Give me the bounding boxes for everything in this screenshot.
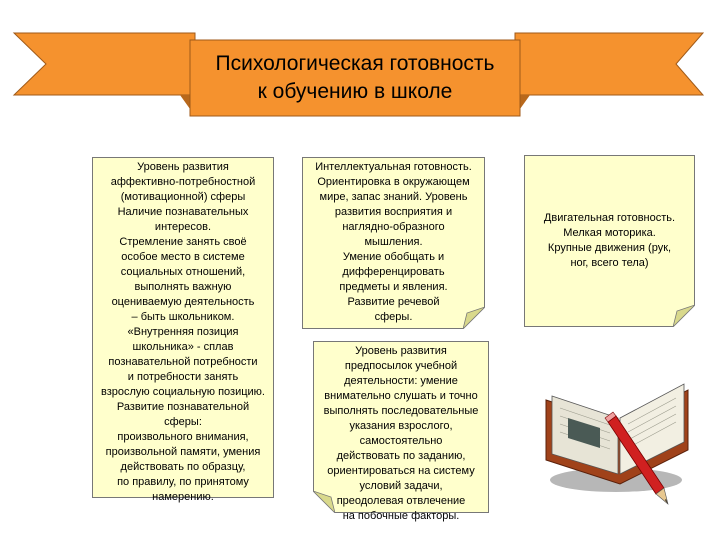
- note-line: указания взрослого,: [349, 420, 453, 432]
- note-line: Развитие речевой: [347, 296, 440, 308]
- note-line: взрослую социальную позицию.: [101, 386, 265, 398]
- note-line: наглядно-образного: [342, 221, 445, 233]
- note-line: действовать по заданию,: [336, 450, 466, 462]
- note-line: сферы.: [374, 311, 413, 323]
- note-line: Ориентировка в окружающем: [317, 176, 470, 188]
- note-line: (мотивационной) сферы: [120, 191, 246, 203]
- note-line: ориентироваться на систему: [327, 465, 475, 477]
- note-line: Интеллектуальная готовность.: [315, 161, 472, 173]
- note-line: на побочные факторы.: [342, 510, 460, 522]
- banner-left-tail: [12, 32, 196, 96]
- banner-center: [189, 39, 521, 117]
- note-line: познавательной потребности: [108, 356, 258, 368]
- note-line: и потребности занять: [127, 371, 239, 383]
- title-line-2: к обучению в школе: [257, 80, 453, 103]
- note-line: Двигательная готовность.: [543, 212, 676, 224]
- note-line: сферы:: [164, 416, 202, 428]
- note-line: Стремление занять своё: [119, 236, 247, 248]
- note-line: выполнять важную: [134, 281, 232, 293]
- note-line: социальных отношений,: [120, 266, 246, 278]
- note-line: ног, всего тела): [570, 257, 649, 269]
- note-line: оцениваемую деятельность: [111, 296, 255, 308]
- note-line: школьника» - сплав: [132, 341, 234, 353]
- note-line: деятельности: умение: [344, 375, 458, 387]
- page-curl-icon: [673, 305, 695, 327]
- note-line: развития восприятия и: [334, 206, 453, 218]
- note-line: – быть школьником.: [131, 311, 235, 323]
- note-line: Крупные движения (рук,: [547, 242, 672, 254]
- note-intellectual-readiness: Интеллектуальная готовность. Ориентировк…: [302, 157, 485, 329]
- note-line: Мелкая моторика.: [563, 227, 656, 239]
- title-line-1: Психологическая готовность: [215, 52, 495, 75]
- note-line: мышления.: [364, 236, 423, 248]
- note-line: мире, запас знаний. Уровень: [319, 191, 468, 203]
- note-line: особое место в системе: [121, 251, 245, 263]
- note-motor-readiness: Двигательная готовность. Мелкая моторика…: [524, 155, 695, 327]
- note-line: интересов.: [154, 221, 212, 233]
- note-line: условий задачи,: [359, 480, 443, 492]
- note-line: Развитие познавательной: [116, 401, 250, 413]
- note-line: Умение обобщать и: [342, 251, 445, 263]
- page-curl-icon: [463, 307, 485, 329]
- note-line: выполнять последовательные: [323, 405, 479, 417]
- note-line: преодолевая отвлечение: [336, 495, 466, 507]
- page-curl-icon: [313, 491, 335, 513]
- note-line: Уровень развития: [355, 345, 447, 357]
- note-line: аффективно-потребностной: [110, 176, 256, 188]
- note-affective-readiness: Уровень развития аффективно-потребностно…: [92, 157, 274, 503]
- pencil-icon: [604, 411, 669, 505]
- note-line: «Внутренняя позиция: [127, 326, 239, 338]
- note-line: предпосылок учебной: [344, 360, 458, 372]
- note-line: намерению.: [152, 491, 214, 503]
- ribbon-banner: [12, 32, 705, 117]
- note-line: предметы и явления.: [339, 281, 448, 293]
- note-line: самостоятельно: [359, 435, 443, 447]
- note-line: дифференцировать: [342, 266, 445, 278]
- note-learning-prerequisites: Уровень развития предпосылок учебной дея…: [313, 341, 489, 522]
- open-book-icon: [545, 383, 689, 505]
- note-line: произвольной памяти, умения: [105, 446, 261, 458]
- note-line: Наличие познавательных: [117, 206, 249, 218]
- note-line: внимательно слушать и точно: [324, 390, 478, 402]
- note-line: Уровень развития: [137, 161, 229, 173]
- banner-right-tail: [514, 32, 705, 96]
- book-illustration: [568, 418, 600, 448]
- note-line: по правилу, по принятому: [117, 476, 249, 488]
- page-title: Психологическая готовность к обучению в …: [190, 42, 520, 114]
- note-line: действовать по образцу,: [120, 461, 246, 473]
- note-line: произвольного внимания,: [117, 431, 249, 443]
